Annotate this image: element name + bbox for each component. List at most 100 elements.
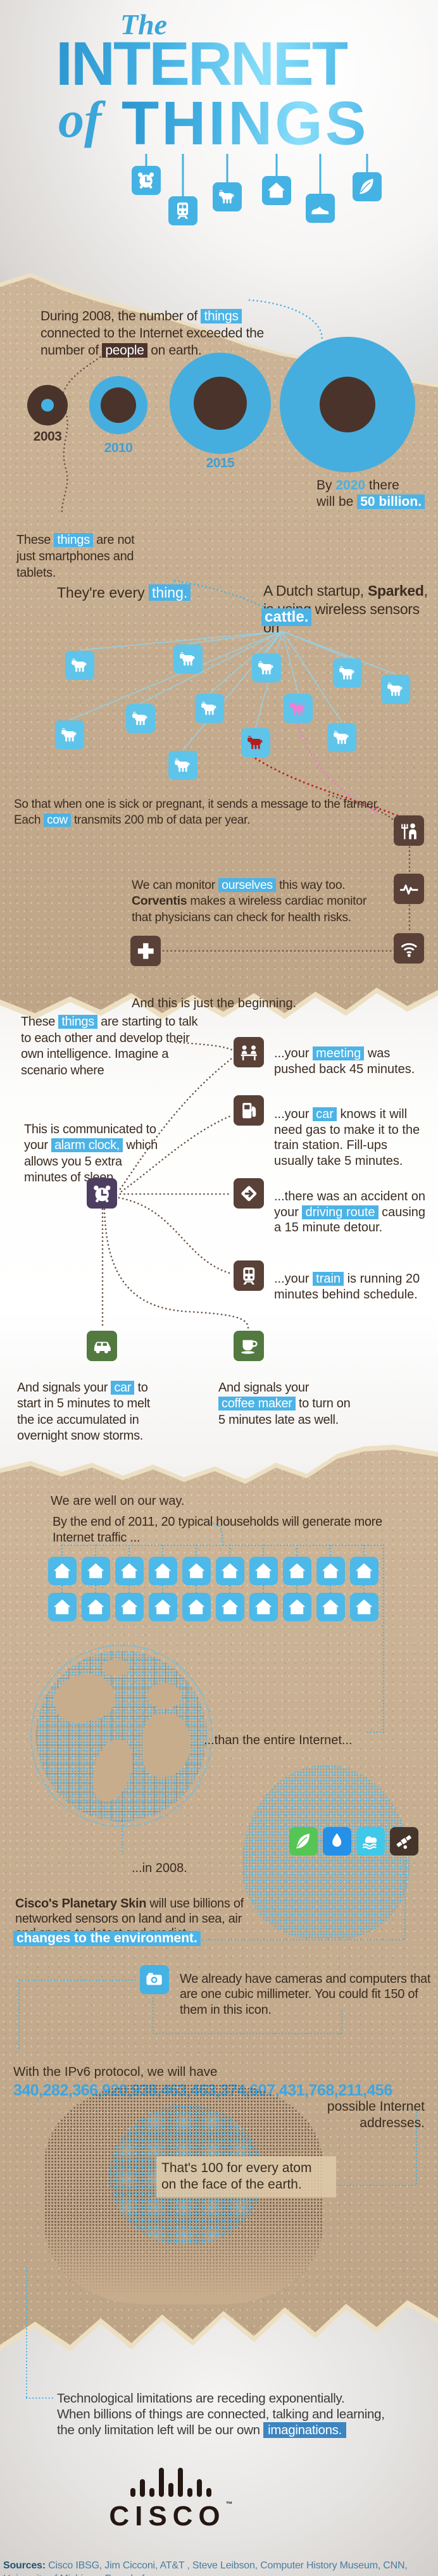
household-icon	[115, 1593, 144, 1621]
title-things: THINGS	[122, 89, 369, 158]
household-icon	[350, 1593, 379, 1621]
household-icon	[283, 1557, 311, 1585]
things-highlight: things	[201, 309, 242, 324]
household-icon	[115, 1557, 144, 1585]
people-highlight: people	[102, 342, 147, 358]
camera-icon	[140, 1965, 169, 1994]
cow-sensor-icon	[173, 644, 203, 674]
cow-sensor-icon	[168, 751, 197, 780]
cow-sensor-icon	[126, 704, 155, 733]
leaf-icon	[353, 172, 382, 201]
cisco-wordmark: CISCO™	[109, 2501, 233, 2532]
bubble-2015-core	[194, 377, 247, 430]
beginning-text: And this is just the beginning.	[132, 996, 297, 1010]
cow-sensor-icon	[327, 723, 356, 752]
cisco-logo-bars	[108, 2466, 234, 2497]
household-icon	[48, 1593, 77, 1621]
household-icon	[149, 1557, 177, 1585]
cow-sensor-icon	[333, 658, 362, 688]
scenario-intro-text: These things are starting to talk to eac…	[21, 1015, 198, 1078]
household-icon	[216, 1593, 244, 1621]
household-icon	[249, 1557, 278, 1585]
coffee-maker-icon	[234, 1331, 264, 1361]
farmer-message-text: So that when one is sick or pregnant, it…	[14, 798, 380, 827]
gas-pump-icon	[234, 1095, 264, 1126]
train-icon	[168, 196, 197, 225]
title-the: The	[120, 8, 168, 41]
pregnant-cow-icon	[284, 694, 313, 723]
label-2010: 2010	[104, 441, 133, 455]
household-icon	[316, 1593, 345, 1621]
title-internet: INTERNET	[56, 29, 349, 98]
title-of: of	[58, 91, 102, 148]
house-icon	[262, 176, 291, 205]
cow-sensor-icon	[381, 675, 410, 704]
sick-cow-icon	[241, 728, 270, 757]
environment-highlight: changes to the environment.	[13, 1931, 201, 1946]
coffee-signal-text: And signals your coffee maker to turn on…	[218, 1381, 351, 1427]
continent-greenland	[102, 1659, 130, 1676]
household-icon	[149, 1593, 177, 1621]
fifty-billion-highlight: 50 billion.	[357, 494, 425, 510]
bubble-2010-core	[101, 387, 136, 423]
wifi-icon	[394, 933, 424, 964]
than-internet-text: ...than the entire Internet...	[204, 1733, 353, 1747]
communicated-text: This is communicated to your alarm clock…	[24, 1122, 158, 1185]
gas-text: ...your car knows it will need gas to ma…	[274, 1107, 420, 1168]
household-icon	[182, 1557, 211, 1585]
on-our-way-text: We are well on our way.	[51, 1494, 185, 1508]
leaf-sensor-icon	[289, 1827, 318, 1856]
household-icon	[182, 1593, 211, 1621]
train-text: ...your train is running 20 minutes behi…	[274, 1272, 420, 1302]
air-waves-icon	[356, 1827, 385, 1856]
accident-detour-icon	[234, 1178, 264, 1209]
cow-sensor-icon	[195, 694, 224, 723]
household-icon	[283, 1593, 311, 1621]
heartbeat-monitor-icon	[394, 874, 424, 904]
continent-south-america	[88, 1736, 137, 1806]
household-icon	[82, 1593, 110, 1621]
accident-text: ...there was an accident on your driving…	[274, 1190, 426, 1235]
satellite-icon	[390, 1827, 418, 1856]
label-2003: 2003	[33, 429, 62, 444]
car-signal-text: And signals your car to start in 5 minut…	[17, 1381, 151, 1443]
cattle-highlight: cattle.	[261, 608, 312, 626]
intro-paragraph: During 2008, the number of things connec…	[41, 309, 264, 358]
water-drop-icon	[323, 1827, 351, 1856]
cow-sensor-icon	[65, 651, 94, 680]
ipv6-intro-text: With the IPv6 protocol, we will have	[13, 2064, 218, 2079]
camera-text: We already have cameras and computers th…	[180, 1972, 431, 2017]
car-icon	[87, 1331, 117, 1361]
household-icon	[82, 1557, 110, 1585]
label-2015: 2015	[206, 456, 235, 470]
household-icon	[350, 1557, 379, 1585]
farmer-icon	[394, 815, 424, 846]
cow-sensor-icon	[252, 653, 281, 682]
cisco-logo: CISCO™	[108, 2466, 234, 2532]
household-icon	[316, 1557, 345, 1585]
meeting-text: ...your meeting was pushed back 45 minut…	[274, 1046, 415, 1076]
household-icon	[48, 1557, 77, 1585]
continent-north-america	[49, 1668, 120, 1728]
in-2008-text: ...in 2008.	[132, 1861, 187, 1875]
imaginations-highlight: imaginations.	[263, 2422, 347, 2439]
meeting-icon	[234, 1037, 264, 1067]
conclusion-text: Technological limitations are receding e…	[57, 2391, 385, 2439]
medical-cross-icon	[130, 936, 161, 966]
bubble-2020-core	[320, 377, 375, 432]
alarm-clock-scenario-icon	[87, 1178, 117, 1209]
continent-europe	[147, 1683, 182, 1709]
alarm-clock-icon	[132, 166, 161, 195]
every-thing-text: They're every thing.	[57, 584, 191, 601]
sources-text: Sources: Cisco IBSG, Jim Cicconi, AT&T ,…	[3, 2560, 408, 2576]
shoe-icon	[306, 194, 335, 223]
not-just-text: These things are not just smartphones an…	[16, 533, 135, 580]
household-icon	[216, 1557, 244, 1585]
cow-icon	[213, 182, 242, 211]
train-scenario-icon	[234, 1260, 264, 1291]
households-text: By the end of 2011, 20 typical household…	[53, 1515, 382, 1545]
household-icon	[249, 1593, 278, 1621]
